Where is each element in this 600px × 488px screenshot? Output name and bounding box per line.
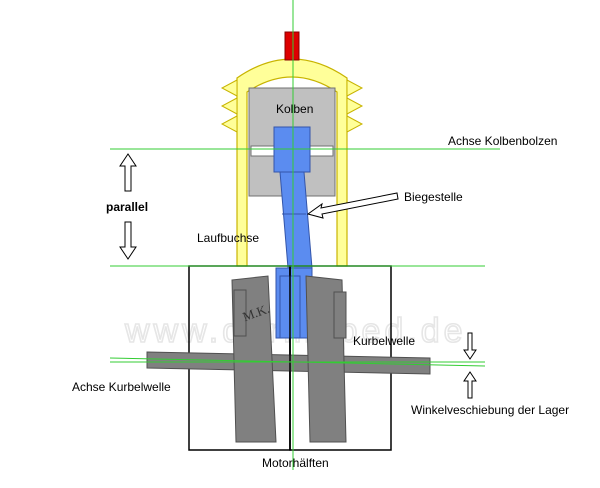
axis-lines [109,0,500,470]
label-motorhaelften: Motorhälften [262,456,329,470]
cooling-fin [346,79,364,97]
label-laufbuchse: Laufbuchse [197,231,259,245]
label-winkelverschiebung: Winkelveschiebung der Lager [411,403,569,417]
cooling-fin [346,115,364,133]
cooling-fin [346,97,364,115]
label-kurbelwelle: Kurbelwelle [353,334,415,348]
crankshaft [146,266,431,450]
label-achse-kurbelwelle: Achse Kurbelwelle [72,380,171,394]
label-kolben: Kolben [276,102,313,116]
arrow-up-icon [463,371,477,399]
cooling-fin [220,79,238,97]
arrow-down-icon [463,332,477,360]
arrow-down-icon [119,221,137,260]
arrow-up-icon [119,153,137,192]
spark-plug [284,31,300,61]
cooling-fin [220,115,238,133]
bend-point-arrow-icon [306,192,399,219]
label-achse-kolbenbolzen: Achse Kolbenbolzen [448,134,557,148]
label-parallel: parallel [106,200,148,214]
cooling-fin [220,97,238,115]
label-biegestelle: Biegestelle [404,190,463,204]
cylinder [220,58,364,267]
